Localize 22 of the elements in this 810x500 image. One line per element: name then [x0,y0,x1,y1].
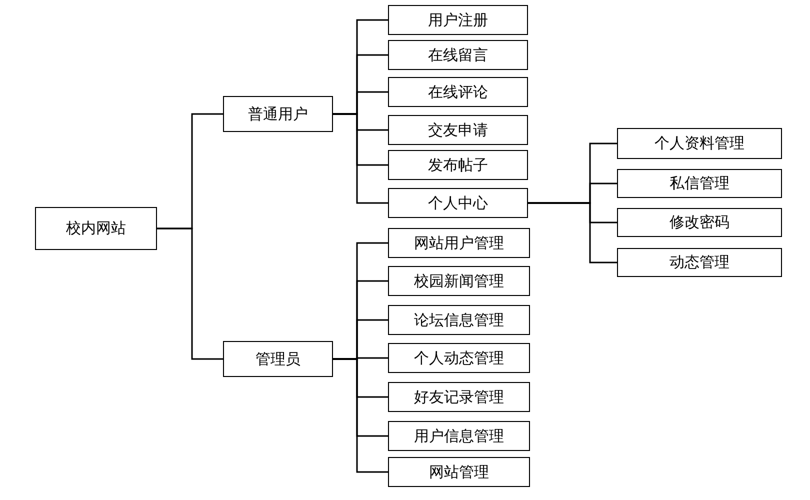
category-box: 发布帖子 [388,150,528,180]
category-box: 网站管理 [388,457,530,487]
category-box: 在线留言 [388,40,528,70]
connector-line [157,228,223,360]
category-box: 校内网站 [35,207,157,250]
category-box: 用户注册 [388,5,528,35]
category-box: 管理员 [223,341,333,377]
category-box: 个人中心 [388,188,528,218]
category-box: 动态管理 [617,248,782,277]
category-box: 好友记录管理 [388,382,530,412]
category-box: 私信管理 [617,169,782,198]
category-box: 网站用户管理 [388,228,530,258]
category-box: 交友申请 [388,115,528,145]
category-box: 论坛信息管理 [388,305,530,335]
category-box: 个人动态管理 [388,343,530,373]
category-box: 普通用户 [223,96,333,132]
category-box: 在线评论 [388,77,528,107]
category-box: 校园新闻管理 [388,266,530,296]
category-box: 用户信息管理 [388,421,530,451]
category-box: 个人资料管理 [617,128,782,159]
connector-line [528,202,617,264]
category-box: 修改密码 [617,208,782,237]
